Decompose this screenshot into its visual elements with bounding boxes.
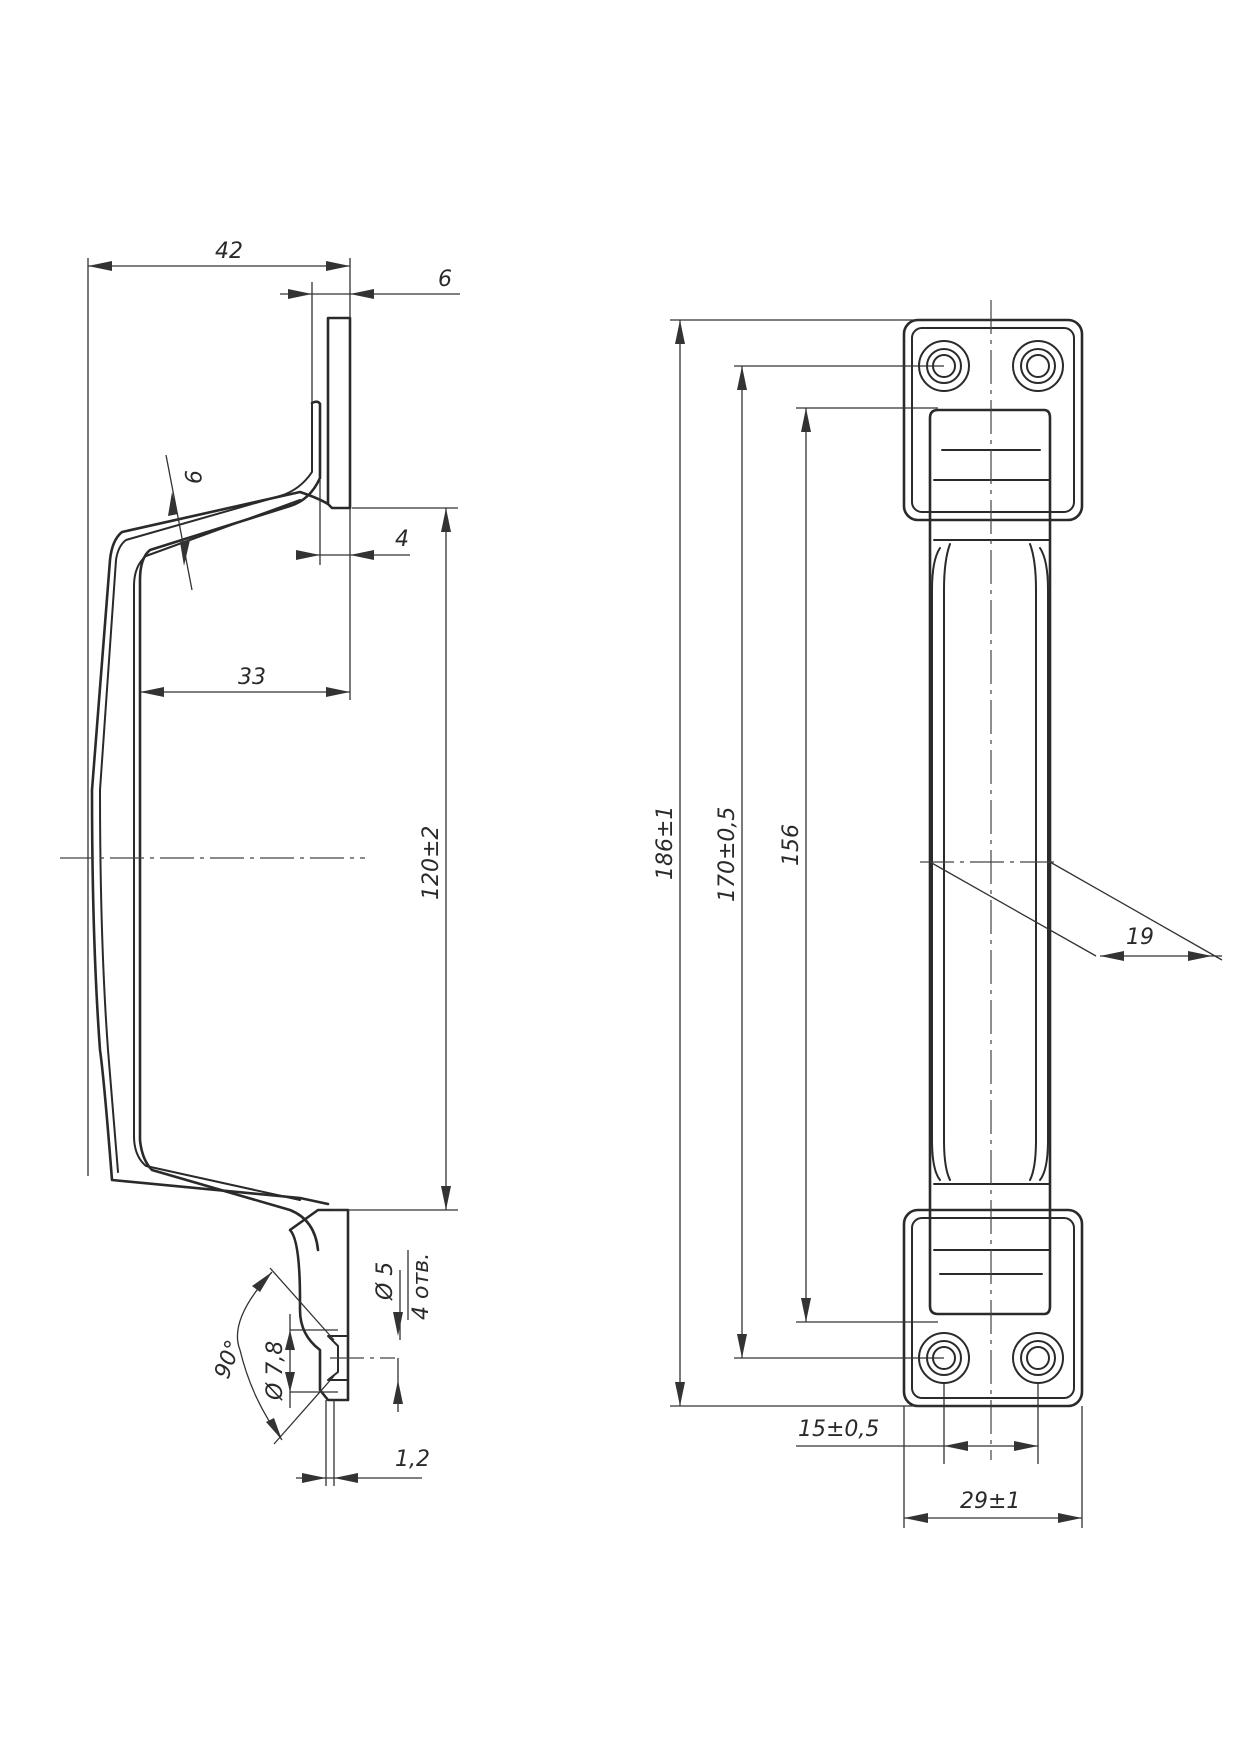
- dim-1-2: 1,2: [395, 1447, 430, 1472]
- hole-count-label: 4 отв.: [409, 1253, 434, 1320]
- side-view: 42 6 9 4 33 120±2 Ø: [60, 239, 460, 1486]
- dim-33: 33: [238, 665, 266, 690]
- dim-9: 9: [179, 470, 204, 484]
- top-flange-outline: [326, 316, 352, 510]
- handle-inner-contour: [138, 400, 322, 1252]
- dim-170: 170±0,5: [715, 807, 740, 902]
- mounting-hole: [1012, 1332, 1064, 1384]
- countersink-diameter-label: Ø 7,8: [263, 1341, 288, 1401]
- handle-inner-rim: [133, 499, 301, 1201]
- front-view: 186±1 170±0,5 156 19 15±0,5: [653, 300, 1223, 1528]
- dim-4: 4: [395, 527, 409, 552]
- mounting-hole: [1012, 340, 1064, 392]
- countersink-angle-label: 90°: [210, 1337, 247, 1382]
- dim-6: 6: [438, 267, 452, 292]
- handle-outer-contour: [90, 490, 330, 1206]
- dim-120: 120±2: [419, 826, 444, 900]
- dim-186: 186±1: [653, 806, 678, 880]
- dim-15: 15±0,5: [798, 1417, 879, 1442]
- dim-156: 156: [779, 824, 804, 866]
- grip-body: [928, 408, 1052, 1316]
- dim-19: 19: [1126, 925, 1154, 950]
- hole-diameter-label: Ø 5: [373, 1262, 398, 1301]
- handle-outer-skin: [99, 402, 313, 1173]
- bottom-flange-section: [288, 1208, 350, 1402]
- dim-29: 29±1: [960, 1489, 1020, 1514]
- dim-42: 42: [215, 239, 243, 264]
